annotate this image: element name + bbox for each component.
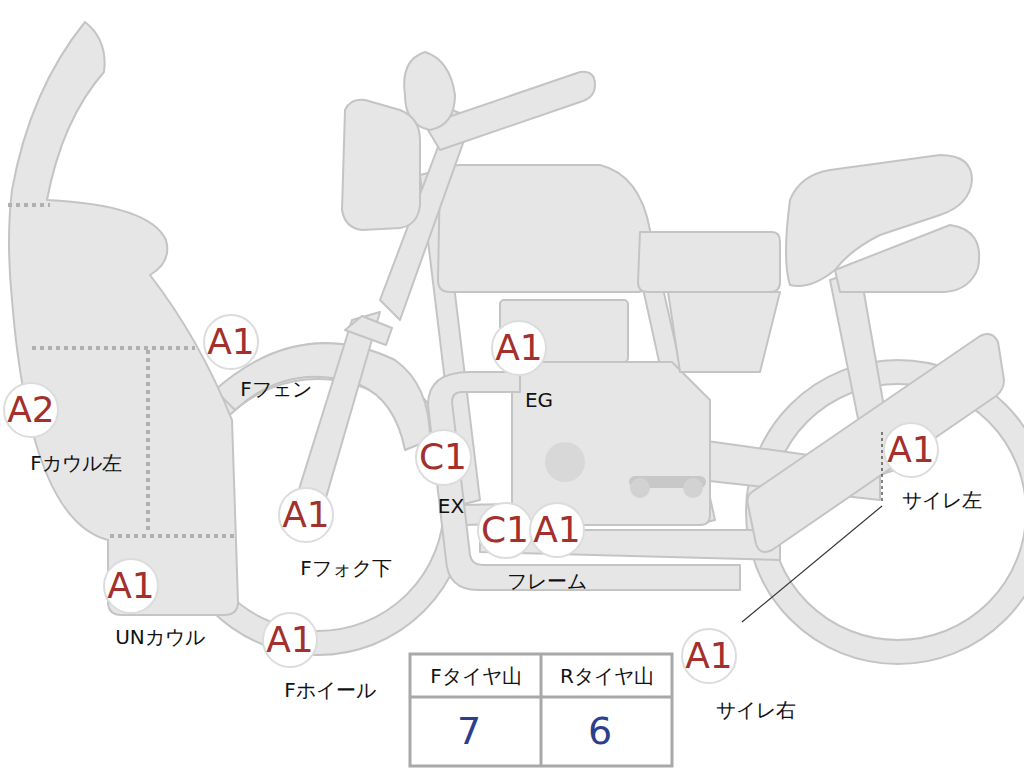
damage-code: A1 bbox=[495, 330, 543, 366]
part-name: フレーム bbox=[507, 570, 587, 592]
damage-code: A1 bbox=[282, 497, 330, 533]
damage-code: A1 bbox=[887, 432, 935, 468]
callout-circle: C1 bbox=[477, 502, 534, 559]
damage-code: A1 bbox=[266, 622, 314, 658]
damage-code: C1 bbox=[481, 512, 529, 548]
table-header: Fタイヤ山 bbox=[430, 665, 522, 687]
damage-code: A1 bbox=[107, 568, 155, 604]
part-name: UNカウル bbox=[115, 626, 205, 648]
callout-circle: A1Fフェン bbox=[203, 314, 259, 370]
part-name: EG bbox=[525, 389, 553, 411]
damage-code: A1 bbox=[685, 638, 733, 674]
part-name: サイレ左 bbox=[902, 489, 982, 511]
table-header: Rタイヤ山 bbox=[560, 665, 654, 687]
damage-code: C1 bbox=[419, 439, 467, 475]
callout-circle: A1サイレ左 bbox=[883, 422, 939, 478]
damage-code: A1 bbox=[533, 512, 581, 548]
part-name: Fフェン bbox=[240, 378, 312, 400]
table-value: 7 bbox=[457, 711, 481, 753]
callout-circle: A1EG bbox=[491, 320, 547, 376]
callout-circle: A2Fカウル左 bbox=[3, 382, 59, 438]
part-name: EX bbox=[438, 495, 464, 517]
damage-code: A2 bbox=[7, 392, 55, 428]
callout-circle: A1Fホイール bbox=[262, 612, 318, 668]
callout-circle: A1サイレ右 bbox=[681, 628, 737, 684]
callout-circle: A1UNカウル bbox=[103, 558, 159, 614]
part-name: サイレ右 bbox=[716, 699, 796, 721]
callout-circle: A1Fフォク下 bbox=[278, 487, 334, 543]
part-name: Fカウル左 bbox=[30, 452, 122, 474]
callout-circle: A1 bbox=[529, 502, 585, 558]
part-name: Fホイール bbox=[284, 679, 376, 701]
damage-code: A1 bbox=[207, 324, 255, 360]
table-value: 6 bbox=[588, 711, 612, 753]
part-name: Fフォク下 bbox=[300, 557, 392, 579]
callout-circle: C1EX bbox=[415, 429, 472, 486]
